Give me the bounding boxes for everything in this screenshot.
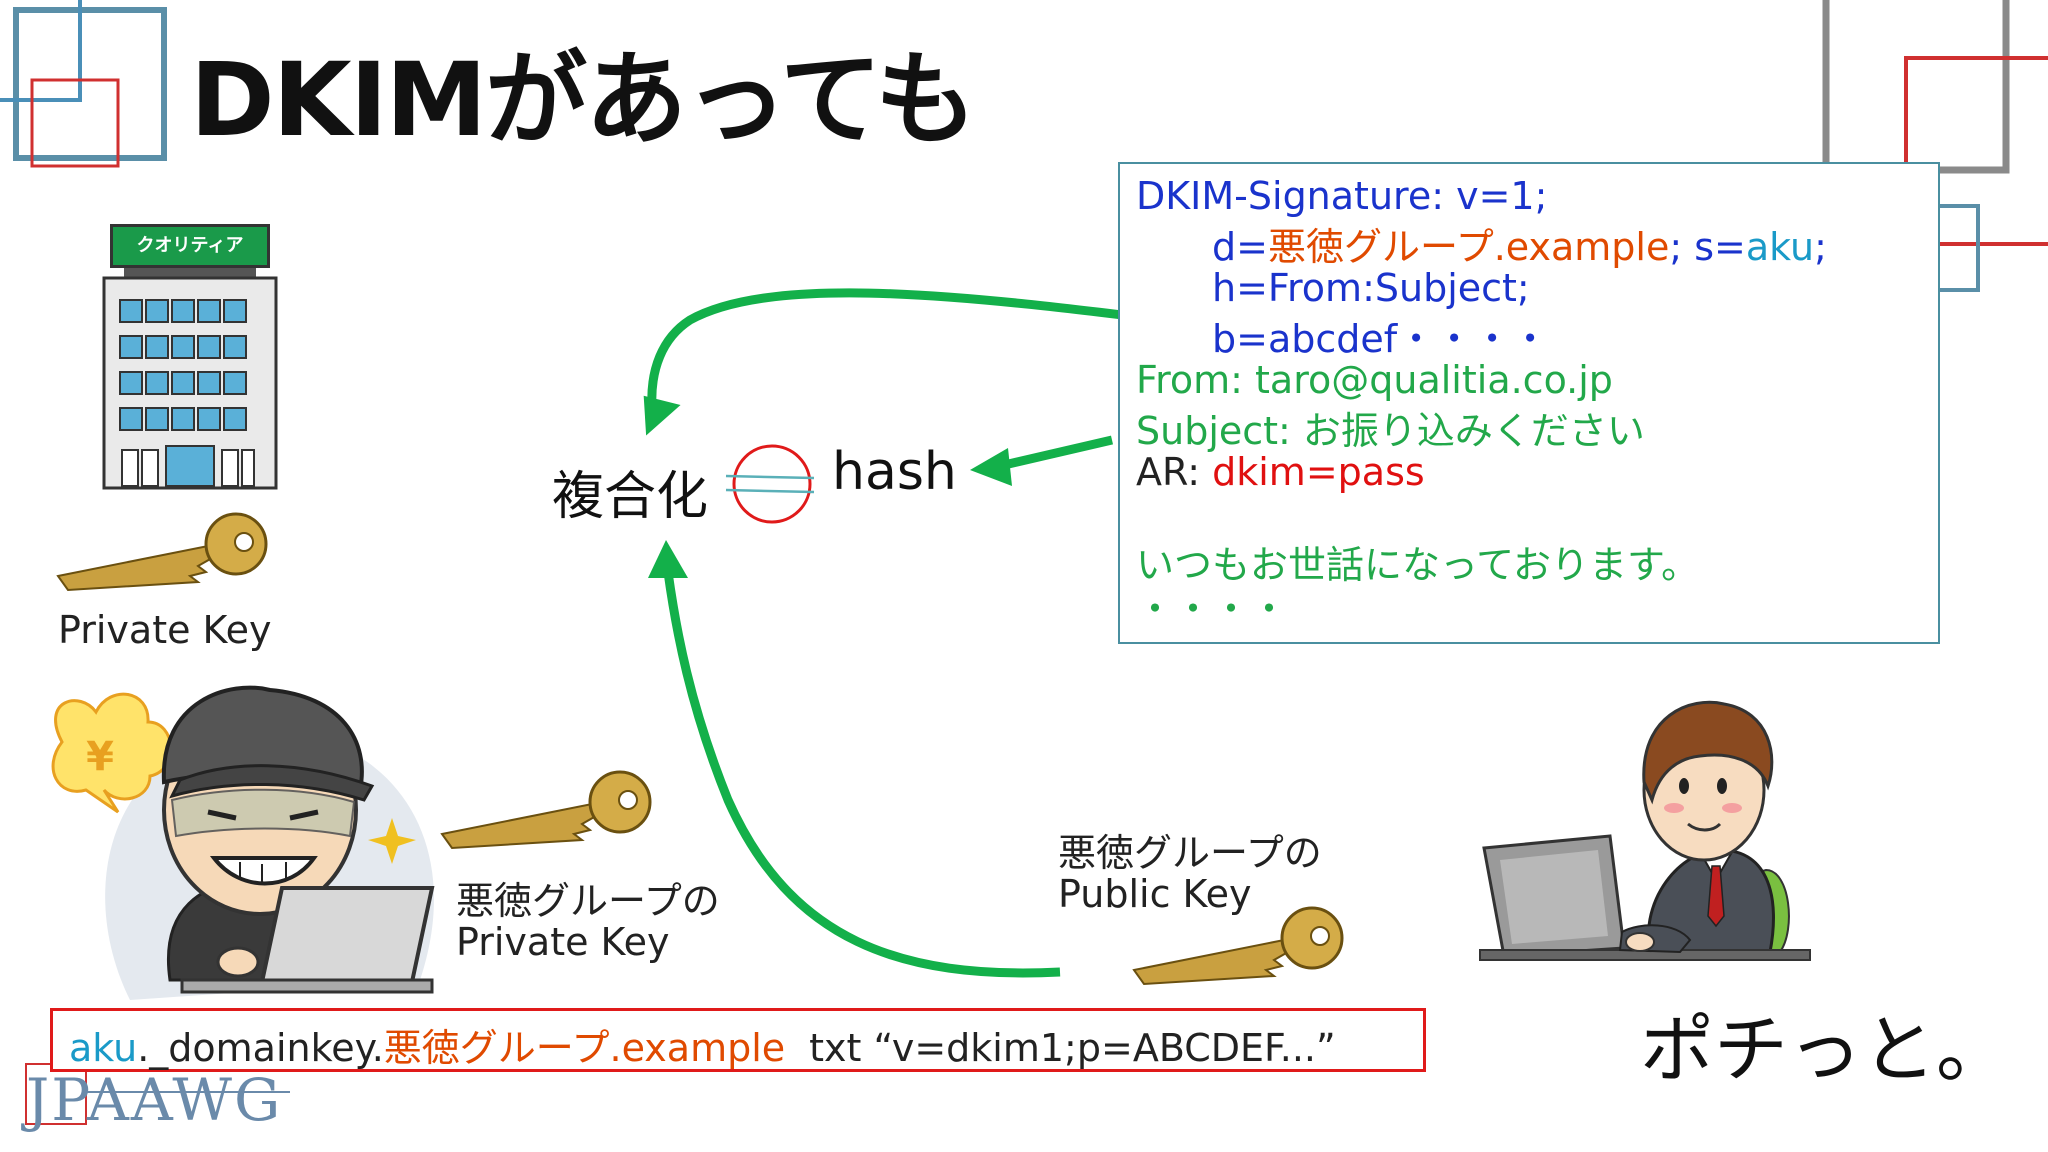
public-key-label-line2: Public Key [1058,872,1252,916]
sig-domain: 悪徳グループ.example [1267,225,1670,269]
attacker-key-label-line1: 悪徳グループの [456,879,720,923]
building-sign: クオリティア [110,224,270,268]
ar-prefix: AR: [1136,450,1213,494]
attacker-private-key-icon [440,770,652,850]
publickey-to-decrypt-arrow [648,540,1061,978]
hash-label: hash [832,442,957,502]
sig-selector: aku [1745,225,1815,269]
slide-title: DKIMがあっても [190,41,977,160]
sig-headers-line: h=From:Subject; [1212,266,1530,310]
dns-txt-record: txt “v=dkim1;p=ABCDEF...” [809,1026,1336,1070]
sig-b-line: b=abcdef・・・・ [1212,317,1550,361]
body-dots: ・・・・ [1136,587,1289,631]
dkim-signature-box: DKIM-Signature: v=1; d=悪徳グループ.example; s… [1118,162,1940,644]
dns-record-text: aku._domainkey.悪徳グループ.example txt “v=dkim… [69,1017,1336,1072]
yen-speech-bubble: ¥ [51,692,173,814]
building-private-key-label: Private Key [58,608,272,652]
header-to-hash-arrow [970,435,1114,486]
public-key-label-line1: 悪徳グループの [1058,831,1322,875]
dns-record-box: aku._domainkey.悪徳グループ.example txt “v=dkim… [50,1008,1426,1072]
decor-squares-top-left [0,0,167,168]
sig-header-line: DKIM-Signature: v=1; [1136,174,1548,218]
sig-s-sep: ; s= [1669,225,1746,269]
attacker-key-label-line2: Private Key [456,920,670,964]
public-key-icon [1132,906,1344,986]
sig-domain-line: d=悪徳グループ.example; s=aku; [1212,216,1827,271]
ar-line: AR: dkim=pass [1136,450,1425,494]
dns-domain: 悪徳グループ.example [383,1026,786,1070]
victim-caption: ポチっと。 [1640,1007,2010,1093]
dns-selector: aku [69,1026,138,1070]
sig-line-end: ; [1814,225,1827,269]
signature-to-decrypt-arrow [643,288,1197,436]
not-equal-symbol [725,444,815,524]
subject-header-line: Subject: お振り込みください [1136,409,1645,453]
attacker-illustration: ¥ [51,685,435,1000]
sig-d-prefix: d= [1212,225,1268,269]
building-illustration [102,266,278,490]
building-private-key-icon [56,512,268,592]
decrypt-label: 複合化 [552,467,709,527]
dns-domainkey: ._domainkey. [137,1026,384,1070]
svg-text:¥: ¥ [86,734,114,780]
victim-illustration [1479,700,1811,961]
from-header-line: From: taro@qualitia.co.jp [1136,358,1613,402]
ar-value: dkim=pass [1212,450,1425,494]
body-line: いつもお世話になっております。 [1136,543,1700,587]
jpaawg-logo: JPAAWG [26,1066,283,1134]
